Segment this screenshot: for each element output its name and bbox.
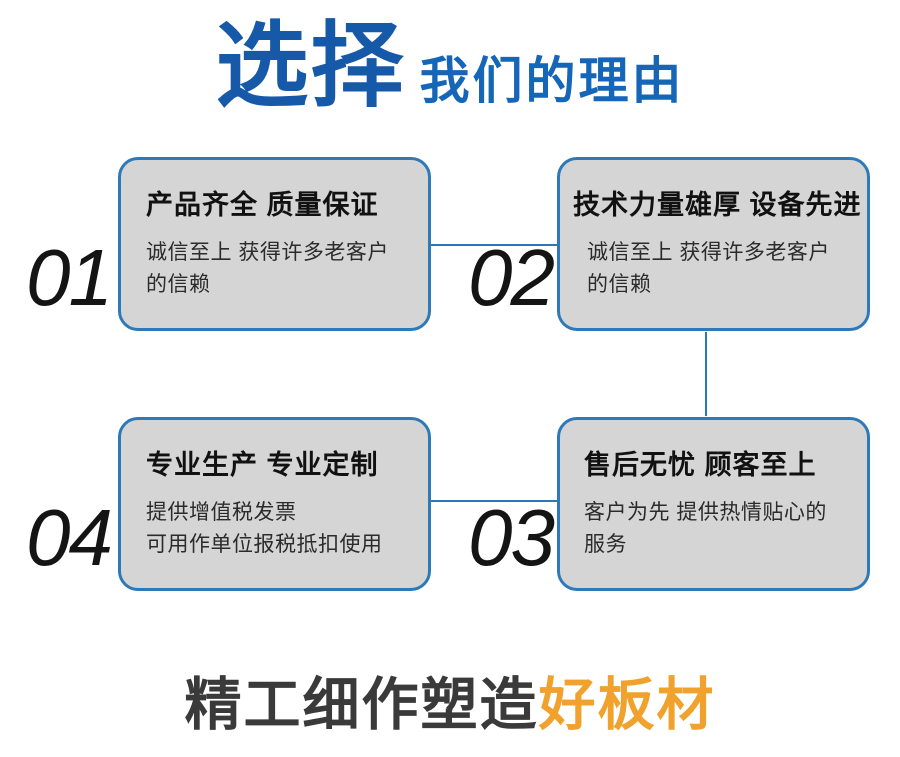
footer-headline: 精工细作塑造好板材 — [0, 674, 900, 737]
feature-card-body: 提供增值税发票 可用作单位报税抵扣使用 — [146, 501, 383, 556]
connector-line-04-03 — [430, 500, 557, 502]
step-number-03: 03 — [468, 493, 555, 582]
feature-card-body: 客户为先 提供热情贴心的 服务 — [584, 501, 827, 556]
feature-card-03: 售后无忧 顾客至上 客户为先 提供热情贴心的 服务 — [557, 417, 870, 591]
feature-card-title: 售后无忧 顾客至上 — [584, 450, 817, 480]
feature-card-body: 诚信至上 获得许多老客户 的信赖 — [587, 241, 830, 296]
step-number-01: 01 — [26, 233, 113, 322]
feature-card-title: 产品齐全 质量保证 — [146, 190, 379, 220]
feature-card-04: 专业生产 专业定制 提供增值税发票 可用作单位报税抵扣使用 — [118, 417, 431, 591]
connector-line-02-03 — [705, 332, 707, 416]
step-number-02: 02 — [468, 233, 555, 322]
feature-card-01: 产品齐全 质量保证 诚信至上 获得许多老客户 的信赖 — [118, 157, 431, 331]
connector-line-01-02 — [430, 244, 557, 246]
step-number-04: 04 — [26, 493, 113, 582]
feature-card-body: 诚信至上 获得许多老客户 的信赖 — [146, 241, 389, 296]
header-title-main: 选择 — [215, 14, 406, 118]
footer-headline-accent: 好板材 — [538, 673, 716, 737]
feature-card-02: 技术力量雄厚 设备先进 诚信至上 获得许多老客户 的信赖 — [557, 157, 870, 331]
feature-card-title: 专业生产 专业定制 — [146, 450, 379, 480]
page-header: 选择 我们的理由 — [0, 14, 900, 118]
footer-headline-dark: 精工细作塑造 — [184, 673, 539, 737]
header-title-sub: 我们的理由 — [419, 53, 685, 109]
feature-card-title: 技术力量雄厚 设备先进 — [573, 190, 862, 220]
